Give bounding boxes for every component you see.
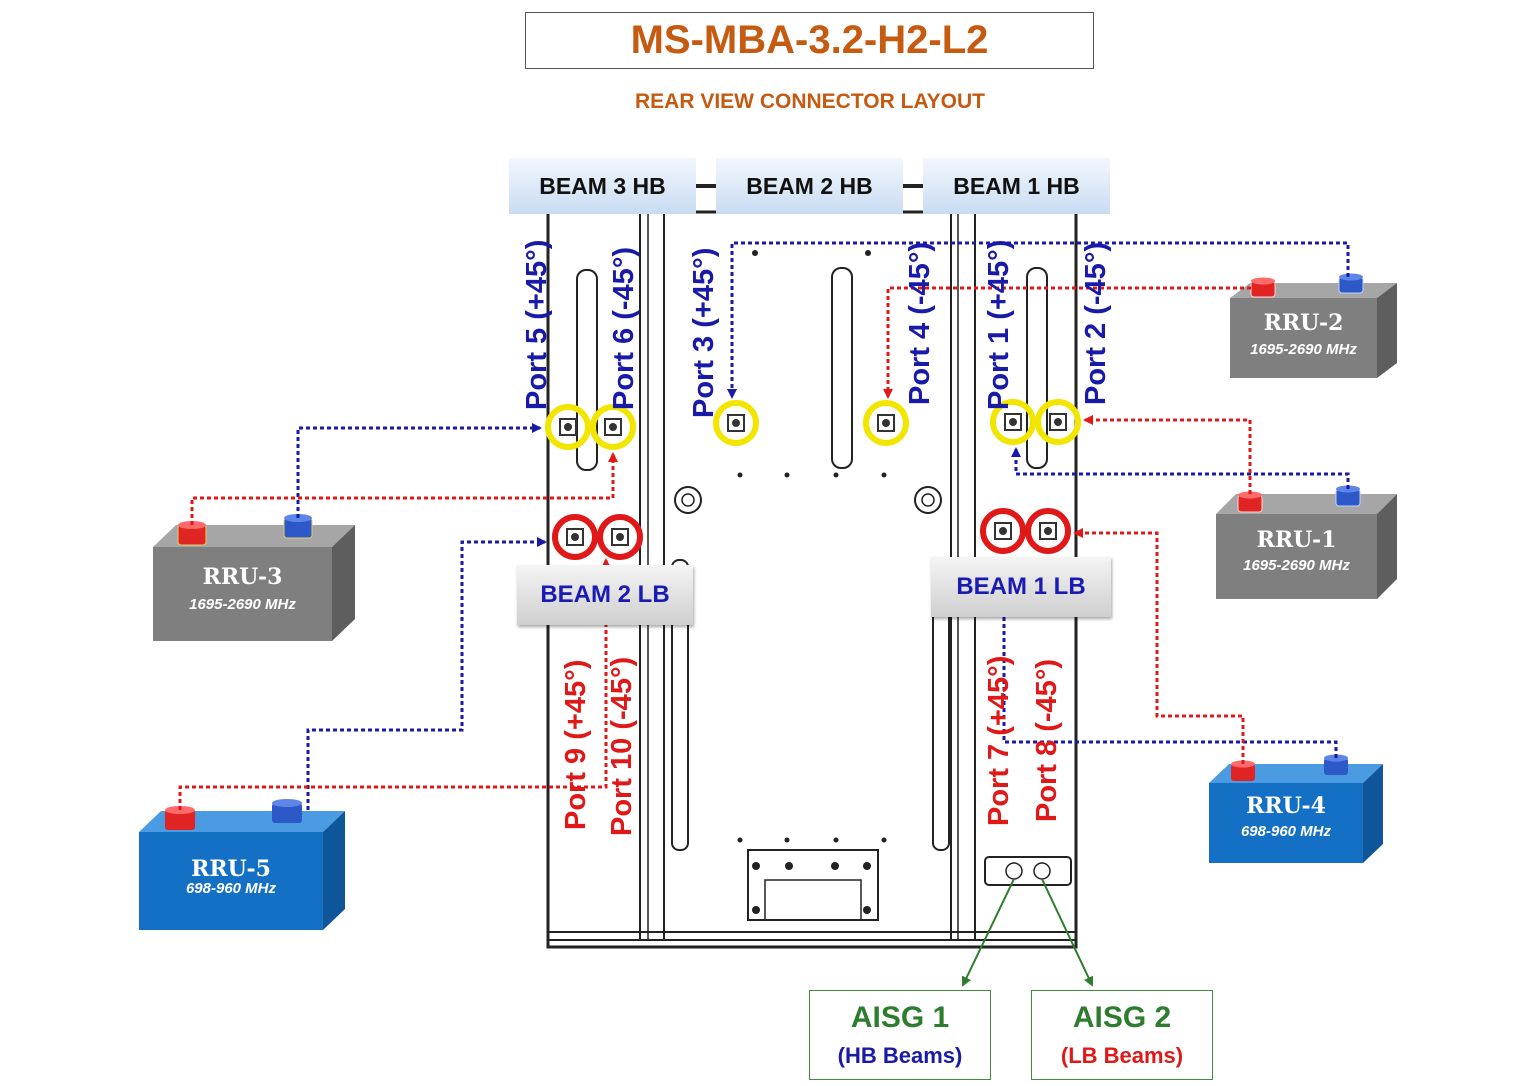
- minus45-connections: [178, 286, 1252, 810]
- rru3-to-port6-line: [190, 452, 618, 525]
- port-3-connector: [713, 400, 759, 446]
- aisg-connections: [961, 878, 1094, 987]
- rru-1: RRU-1 1695-2690 MHz: [1216, 514, 1377, 599]
- rru-3: RRU-3 1695-2690 MHz: [153, 547, 332, 641]
- beam-1-lb-label: BEAM 1 LB: [931, 557, 1111, 617]
- rru-5-name: RRU-5: [191, 856, 271, 882]
- port-9-connector: [552, 514, 598, 560]
- port-7-connector: [980, 508, 1026, 554]
- aisg1-line: [961, 878, 1015, 987]
- rru-1-name: RRU-1: [1256, 527, 1337, 553]
- port-4-connector: [863, 400, 909, 446]
- diagram-subtitle: REAR VIEW CONNECTOR LAYOUT: [634, 90, 986, 113]
- rru1-to-port1-line: [1011, 447, 1350, 489]
- port-10-connector: [597, 514, 643, 560]
- port-8-connector: [1025, 508, 1071, 554]
- port-1-label: Port 1 (+45°): [983, 239, 1015, 410]
- rru1-to-port2-line: [1083, 415, 1252, 494]
- rru2-to-port3-line: [727, 241, 1350, 399]
- beam-3-hb-label: BEAM 3 HB: [509, 158, 696, 214]
- rru-4-freq: 698-960 MHz: [1240, 823, 1332, 840]
- antenna-chassis: [546, 210, 1078, 949]
- rru-4-name: RRU-4: [1246, 793, 1326, 819]
- port-10-label: Port 10 (-45°): [606, 656, 638, 836]
- rru-2-freq: 1695-2690 MHz: [1250, 341, 1357, 358]
- rru4-to-port7-line: [999, 560, 1338, 758]
- beam-2-hb-label: BEAM 2 HB: [716, 158, 903, 214]
- port-3-label: Port 3 (+45°): [688, 247, 720, 418]
- rru-2-box: [1230, 273, 1397, 378]
- rru-5: RRU-5 698-960 MHz: [139, 832, 323, 930]
- port-2-connector: [1035, 399, 1081, 445]
- hb-ports: [545, 399, 1081, 450]
- port-8-label: Port 8 (-45°): [1031, 658, 1063, 822]
- rru-2: RRU-2 1695-2690 MHz: [1230, 298, 1377, 378]
- port-7-label: Port 7 (+45°): [983, 655, 1015, 826]
- rru5-to-port9-line: [306, 537, 547, 810]
- rru4-to-port8-line: [1073, 528, 1245, 764]
- port-6-connector: [590, 404, 636, 450]
- rru5-to-port10-line: [178, 558, 611, 810]
- aisg-2-sub: (LB Beams): [1060, 1043, 1184, 1068]
- chassis-dots: [737, 250, 887, 914]
- port-5-connector: [545, 404, 591, 450]
- port-4-label: Port 4 (-45°): [904, 241, 936, 405]
- rru2-to-port4-line: [883, 286, 1251, 399]
- aisg2-line: [1041, 878, 1094, 987]
- aisg-1-box: AISG 1 (HB Beams): [809, 990, 991, 1080]
- rru-2-name: RRU-2: [1263, 310, 1344, 336]
- diagram-title: MS-MBA-3.2-H2-L2: [525, 12, 1094, 69]
- beam-2-lb-label: BEAM 2 LB: [517, 565, 693, 625]
- port-9-label: Port 9 (+45°): [560, 659, 592, 830]
- aisg-2-name: AISG 2: [1072, 1001, 1172, 1034]
- aisg-2-box: AISG 2 (LB Beams): [1031, 990, 1213, 1080]
- port-2-label: Port 2 (-45°): [1080, 241, 1112, 405]
- plus45-connections: [296, 241, 1350, 810]
- port-5-label: Port 5 (+45°): [521, 239, 553, 410]
- aisg-1-sub: (HB Beams): [837, 1043, 963, 1068]
- rru3-to-port5-line: [296, 423, 542, 518]
- rru-5-freq: 698-960 MHz: [185, 880, 277, 897]
- rru-4-box: [1209, 754, 1383, 863]
- rru-5-box: [139, 799, 345, 930]
- rru-4: RRU-4 698-960 MHz: [1209, 783, 1363, 863]
- port-1-connector: [990, 399, 1036, 445]
- rru-1-freq: 1695-2690 MHz: [1243, 557, 1350, 574]
- rru-1-box: [1216, 485, 1397, 599]
- rru-3-name: RRU-3: [202, 564, 283, 590]
- port-6-label: Port 6 (-45°): [608, 246, 640, 410]
- beam-1-hb-label: BEAM 1 HB: [923, 158, 1110, 214]
- aisg-1-name: AISG 1: [850, 1001, 950, 1034]
- lb-ports: [552, 508, 1071, 560]
- rru-3-freq: 1695-2690 MHz: [189, 596, 296, 613]
